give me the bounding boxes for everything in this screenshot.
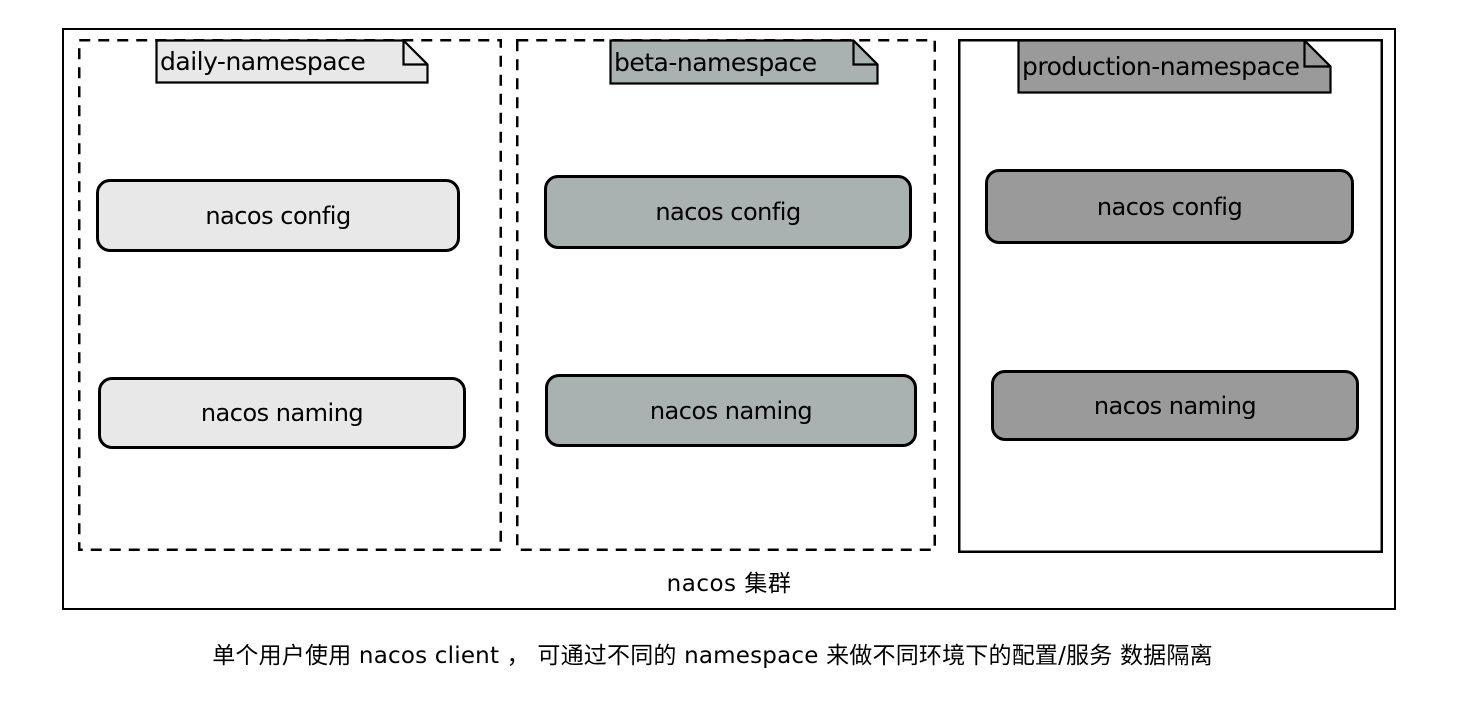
namespace-note-daily: daily-namespace bbox=[155, 39, 429, 84]
component-label: nacos config bbox=[1096, 192, 1243, 221]
nacos-naming-box-daily: nacos naming bbox=[98, 377, 466, 449]
note-shape-icon bbox=[609, 39, 879, 85]
nacos-naming-box-beta: nacos naming bbox=[545, 374, 917, 447]
note-shape-icon bbox=[1017, 39, 1332, 94]
namespace-name-label: daily-namespace bbox=[160, 47, 366, 76]
namespace-daily-dashed-border bbox=[78, 39, 502, 551]
nacos-cluster-container: daily-namespace nacos config nacos namin… bbox=[62, 28, 1396, 610]
component-label: nacos naming bbox=[200, 399, 364, 427]
namespace-note-production: production-namespace bbox=[1017, 39, 1332, 94]
namespace-daily: daily-namespace nacos config nacos namin… bbox=[78, 39, 502, 551]
namespace-name-label: beta-namespace bbox=[614, 47, 817, 77]
nacos-config-box-daily: nacos config bbox=[96, 179, 460, 252]
nacos-config-box-production: nacos config bbox=[985, 169, 1354, 244]
nacos-naming-box-production: nacos naming bbox=[991, 370, 1359, 441]
namespace-beta-dashed-border bbox=[516, 39, 936, 551]
component-label: nacos config bbox=[205, 201, 351, 230]
cluster-label: nacos 集群 bbox=[666, 571, 792, 597]
namespace-production-solid-border bbox=[958, 39, 1383, 553]
namespace-name-label: production-namespace bbox=[1022, 52, 1300, 81]
component-label: nacos naming bbox=[649, 396, 813, 425]
nacos-config-box-beta: nacos config bbox=[544, 175, 912, 249]
note-shape-icon bbox=[155, 39, 429, 84]
component-label: nacos config bbox=[655, 198, 801, 226]
namespace-beta: beta-namespace nacos config nacos naming bbox=[516, 39, 936, 551]
diagram-caption: 单个用户使用 nacos client ， 可通过不同的 namespace 来… bbox=[212, 643, 1213, 669]
component-label: nacos naming bbox=[1093, 391, 1257, 420]
namespace-production: production-namespace nacos config nacos … bbox=[958, 39, 1383, 553]
namespace-note-beta: beta-namespace bbox=[609, 39, 879, 85]
